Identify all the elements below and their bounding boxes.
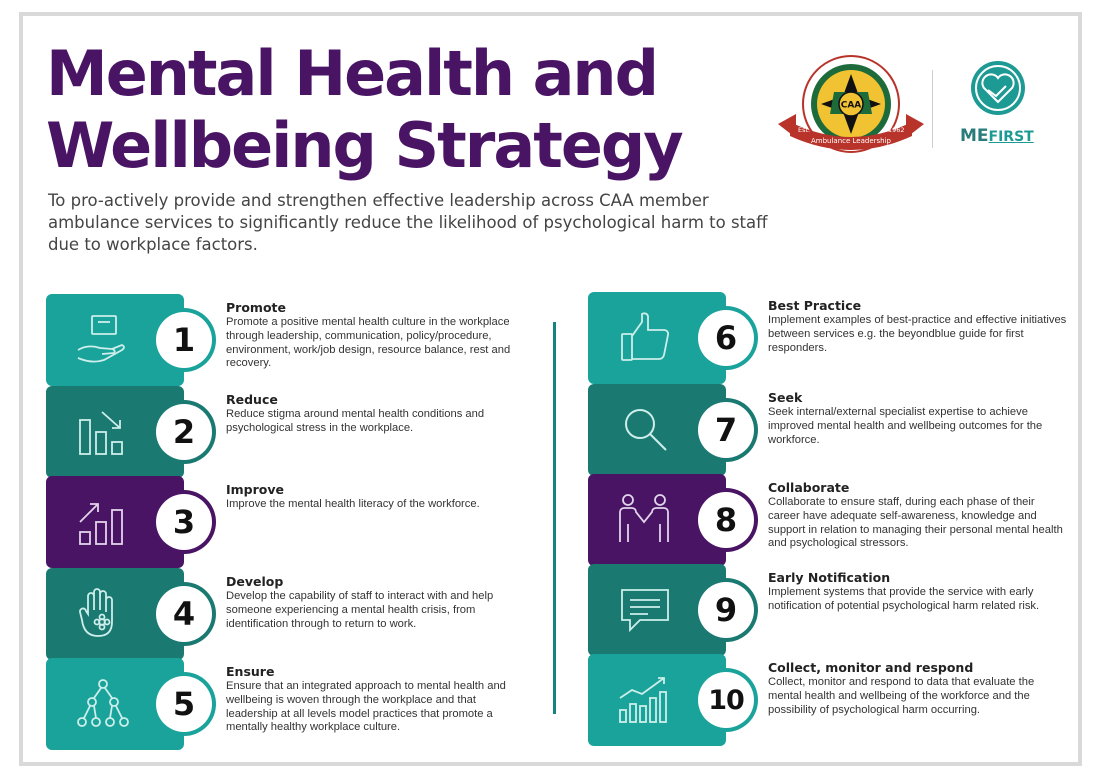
step-2: 2 Reduce Reduce stigma around mental hea… — [46, 386, 524, 478]
step-7-title: Seek — [768, 390, 803, 405]
step-9-title: Early Notification — [768, 570, 891, 585]
step-6-number: 6 — [698, 310, 754, 366]
step-4-title: Develop — [226, 574, 284, 589]
step-2-title: Reduce — [226, 392, 278, 407]
title-line-1: Mental Health and — [46, 37, 659, 110]
step-10-number: 10 — [698, 672, 754, 728]
hand-box-icon — [77, 315, 125, 363]
step-4-number: 4 — [156, 586, 212, 642]
mefirst-me: ME — [960, 126, 989, 146]
step-10: 10 Collect, monitor and respond Collect,… — [588, 654, 1066, 746]
step-5-title: Ensure — [226, 664, 275, 679]
step-5-description: Ensure that an integrated approach to me… — [226, 680, 506, 734]
caa-logo: CAA Ambulance Leadership Est. 1962 — [778, 55, 924, 153]
hierarchy-icon — [77, 679, 129, 727]
mefirst-logo-icon — [971, 61, 1025, 115]
step-9: 9 Early Notification Implement systems t… — [588, 564, 1066, 656]
growth-chart-icon — [619, 677, 667, 723]
step-5-number: 5 — [156, 676, 212, 732]
caa-est-text: Est. — [798, 126, 810, 134]
step-6-title: Best Practice — [768, 298, 862, 313]
step-8: 8 Collaborate Collaborate to ensure staf… — [588, 474, 1066, 566]
step-3-number: 3 — [156, 494, 212, 550]
handshake-icon — [619, 494, 669, 542]
step-6: 6 Best Practice Implement examples of be… — [588, 292, 1066, 384]
step-4-tile — [46, 568, 184, 660]
speech-bubble-icon — [621, 589, 669, 633]
caa-banner-text: Ambulance Leadership — [811, 137, 892, 145]
step-2-number: 2 — [156, 404, 212, 460]
step-9-number: 9 — [698, 582, 754, 638]
strategy-subtitle: To pro-actively provide and strengthen e… — [48, 191, 768, 254]
thumbs-up-icon — [621, 312, 669, 361]
logo-area: CAA Ambulance Leadership Est. 1962 MEFIR… — [776, 52, 1056, 162]
step-3: 3 Improve Improve the mental health lite… — [46, 476, 524, 568]
step-4: 4 Develop Develop the capability of staf… — [46, 568, 524, 660]
step-6-description: Implement examples of best-practice and … — [768, 314, 1067, 354]
step-1-number: 1 — [156, 312, 212, 368]
magnifier-icon — [625, 409, 667, 451]
caa-center-text: CAA — [841, 101, 862, 111]
bar-decrease-icon — [79, 411, 123, 455]
step-3-description: Improve the mental health literacy of th… — [226, 498, 480, 510]
column-divider — [553, 322, 556, 714]
mefirst-first: FIRST — [988, 129, 1034, 145]
step-7-description: Seek internal/external specialist expert… — [768, 406, 1043, 446]
step-3-title: Improve — [226, 482, 285, 497]
step-9-description: Implement systems that provide the servi… — [768, 586, 1040, 612]
step-10-title: Collect, monitor and respond — [768, 660, 974, 675]
step-2-description: Reduce stigma around mental health condi… — [226, 408, 485, 434]
step-7: 7 Seek Seek internal/external specialist… — [588, 384, 1066, 476]
step-8-description: Collaborate to ensure staff, during each… — [768, 496, 1063, 550]
title-line-2: Wellbeing Strategy — [46, 109, 684, 182]
step-4-description: Develop the capability of staff to inter… — [226, 590, 494, 630]
step-5: 5 Ensure Ensure that an integrated appro… — [46, 658, 524, 750]
step-1-description: Promote a positive mental health culture… — [226, 316, 511, 370]
step-1: 1 Promote Promote a positive mental heal… — [46, 294, 524, 386]
hand-flower-icon — [79, 588, 113, 637]
step-8-number: 8 — [698, 492, 754, 548]
step-8-title: Collaborate — [768, 480, 850, 495]
caa-year-text: 1962 — [888, 126, 905, 134]
step-7-number: 7 — [698, 402, 754, 458]
logo-separator — [932, 70, 933, 148]
mefirst-wordmark: MEFIRST — [960, 126, 1034, 146]
page-title: Mental Health and Wellbeing Strategy — [46, 38, 686, 182]
step-1-title: Promote — [226, 300, 286, 315]
step-10-description: Collect, monitor and respond to data tha… — [768, 676, 1035, 716]
bar-increase-icon — [79, 503, 123, 545]
